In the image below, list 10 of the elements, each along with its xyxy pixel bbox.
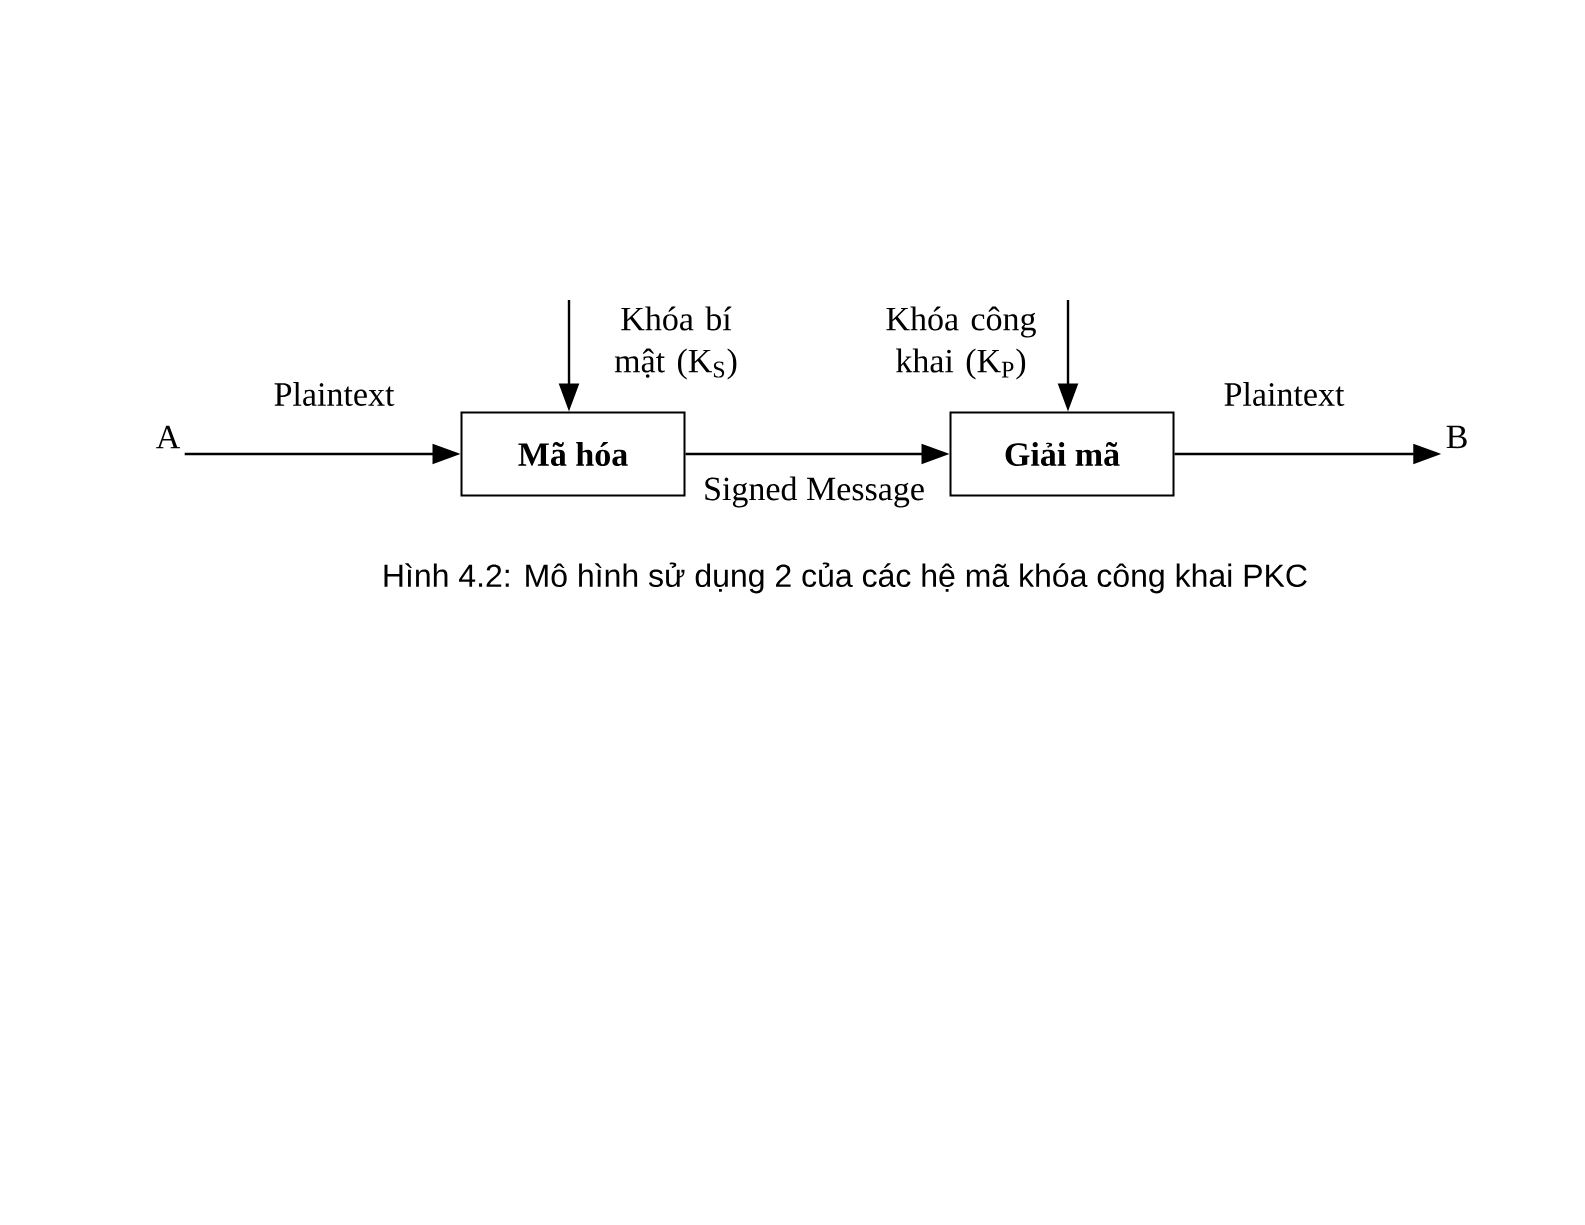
process-box: Giải mã [949, 411, 1175, 497]
edge-label: Khóa bí mật (K$_{S}$) [614, 306, 737, 380]
edge-label: Signed Message [705, 476, 924, 508]
endpoint-label: B [1446, 425, 1467, 449]
endpoint-label: A [156, 425, 181, 449]
edge-label: Khóa công khai (K$_{P}$) [886, 306, 1036, 380]
caption: Hình 4.2: Mô hình sử dụng 2 của các hệ mã khóa công khai PKC [384, 562, 1307, 594]
edge-label: Plaintext [1224, 382, 1345, 406]
edge-label: Plaintext [274, 382, 395, 406]
process-box: Mã hóa [460, 411, 686, 497]
